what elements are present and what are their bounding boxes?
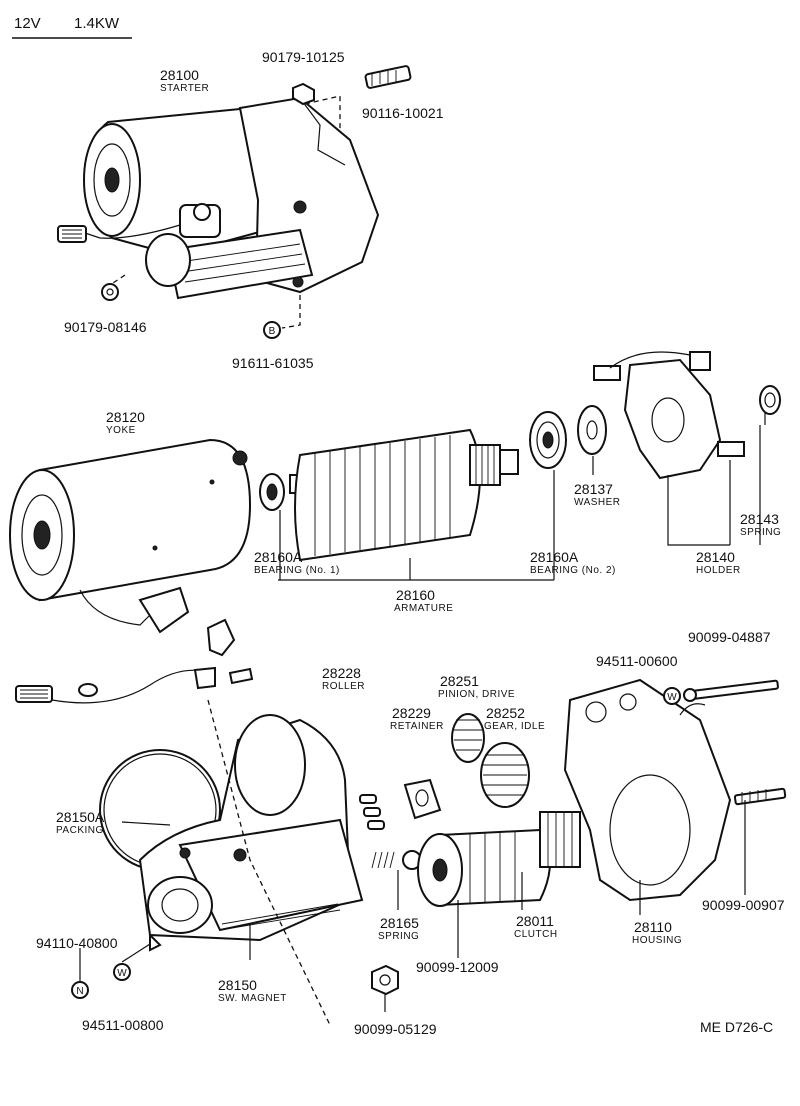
b-marker: B (263, 321, 281, 339)
starter-assembly-drawing (57, 65, 412, 329)
callout-28140-number: 28140 (696, 549, 735, 565)
diagram-code: ME D726-C (700, 1019, 773, 1035)
callout-28110-name: HOUSING (632, 935, 682, 946)
callout-28011-name: CLUTCH (514, 929, 558, 940)
svg-text:B: B (269, 326, 276, 337)
callout-28165-name: SPRING (378, 931, 419, 942)
idle-gear-drawing (480, 742, 530, 808)
diagram-header: 12V 1.4KW (12, 15, 132, 39)
callout-28143-name: SPRING (740, 527, 781, 538)
brush-holder-drawing (593, 351, 745, 480)
retainer-drawing (403, 778, 442, 820)
callout-28160a-1-name: BEARING (No. 1) (254, 565, 340, 576)
callout-28252-name: GEAR, IDLE (484, 721, 545, 732)
callout-94511-00800-number: 94511-00800 (82, 1017, 164, 1033)
holder-spring-drawing (759, 385, 781, 425)
bottom-leader-lines (79, 800, 746, 1012)
voltage-label: 12V (14, 15, 41, 32)
callout-90116-10021-number: 90116-10021 (362, 105, 444, 121)
yoke-drawing (9, 438, 252, 634)
callout-90179-10125-number: 90179-10125 (262, 49, 345, 65)
callout-28251-number: 28251 (440, 673, 479, 689)
callout-90099-04887-number: 90099-04887 (688, 629, 771, 645)
w-marker-top: W (663, 687, 681, 705)
n-marker: N (71, 981, 89, 999)
callout-28150a-name: PACKING (56, 825, 104, 836)
callout-28165-number: 28165 (380, 915, 419, 931)
bearing-no1-drawing (259, 473, 285, 511)
svg-text:W: W (117, 968, 127, 979)
callout-28160a-2-name: BEARING (No. 2) (530, 565, 616, 576)
bearing-no2-drawing (529, 411, 567, 469)
svg-text:W: W (667, 692, 677, 703)
callout-28120-number: 28120 (106, 409, 145, 425)
callout-90099-12009-number: 90099-12009 (416, 959, 499, 975)
housing-drawing (563, 678, 732, 902)
callout-28229-name: RETAINER (390, 721, 444, 732)
callout-28150a-number: 28150A (56, 809, 105, 825)
callout-28120-name: YOKE (106, 425, 136, 436)
clutch-drawing (417, 811, 581, 907)
callout-28150-number: 28150 (218, 977, 257, 993)
callout-28252-number: 28252 (486, 705, 525, 721)
callout-28160-name: ARMATURE (394, 603, 453, 614)
w-marker-bottom: W (113, 963, 131, 981)
callout-28100-name: STARTER (160, 83, 209, 94)
callout-91611-61035-number: 91611-61035 (232, 355, 314, 371)
armature-drawing (289, 428, 519, 562)
callout-90179-08146-number: 90179-08146 (64, 319, 147, 335)
sw-magnet-drawing (138, 699, 364, 1026)
callout-90099-00907-number: 90099-00907 (702, 897, 785, 913)
lead-wire-drawing (15, 618, 254, 704)
svg-text:N: N (76, 986, 83, 997)
nut-bottom-drawing (371, 964, 399, 996)
pinion-drawing (451, 713, 485, 763)
callout-28160a-2-number: 28160A (530, 549, 579, 565)
callout-28160a-1-number: 28160A (254, 549, 303, 565)
washer-drawing (577, 405, 607, 455)
callout-28228-number: 28228 (322, 665, 361, 681)
callout-28011-number: 28011 (516, 913, 554, 929)
callout-28110-number: 28110 (634, 919, 672, 935)
callout-28100-number: 28100 (160, 67, 199, 83)
callout-28137-name: WASHER (574, 497, 621, 508)
callout-labels: 28100 STARTER 90179-10125 90116-10021 90… (36, 49, 785, 1037)
power-label: 1.4KW (74, 15, 120, 32)
callout-28140-name: HOLDER (696, 565, 741, 576)
callout-28160-number: 28160 (396, 587, 435, 603)
middle-leader-lines (278, 425, 761, 581)
callout-28228-name: ROLLER (322, 681, 365, 692)
callout-94511-00600-number: 94511-00600 (596, 653, 678, 669)
callout-28229-number: 28229 (392, 705, 431, 721)
callout-28137-number: 28137 (574, 481, 613, 497)
callout-94110-40800-number: 94110-40800 (36, 935, 118, 951)
housing-bolts-drawing (683, 679, 787, 806)
callout-28150-name: SW. MAGNET (218, 993, 287, 1004)
callout-28143-number: 28143 (740, 511, 779, 527)
magnet-spring-drawing (371, 851, 395, 869)
callout-90099-05129-number: 90099-05129 (354, 1021, 437, 1037)
roller-drawing (359, 794, 385, 830)
callout-28251-name: PINION, DRIVE (438, 689, 515, 700)
